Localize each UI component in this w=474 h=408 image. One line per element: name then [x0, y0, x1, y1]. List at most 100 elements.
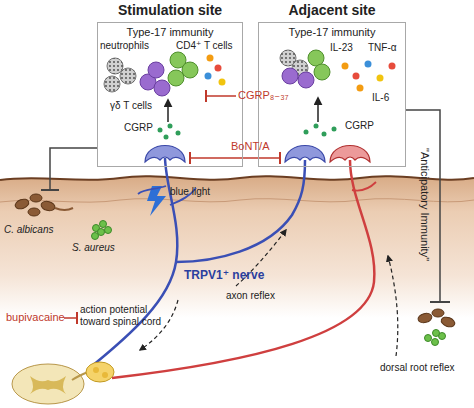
induction-arrow: [317, 98, 319, 122]
molecule-label: CGRP: [124, 122, 153, 134]
inhibition-bar: [76, 312, 78, 324]
cytokine-dot: [377, 75, 384, 82]
induction-arrow: [167, 100, 169, 122]
gd-t-cell: [148, 62, 164, 78]
inhibition-bar: [41, 189, 59, 191]
neutrophil-granules: [107, 58, 123, 74]
cytokine-dot: [365, 61, 372, 68]
inhibition-line: [206, 95, 236, 97]
candida-cell: [28, 208, 40, 216]
epidermis-line: [0, 199, 474, 202]
light-bolt: [147, 186, 166, 216]
spinal-cord: [12, 364, 84, 404]
staph-coccus: [92, 233, 99, 240]
candida-hypha: [55, 208, 73, 210]
cytokine-label: TNF-α: [368, 42, 397, 54]
candida-cell: [417, 312, 433, 324]
skin-layer: [0, 176, 474, 318]
neutrophil: [120, 68, 136, 84]
skin-surface: [0, 176, 474, 180]
candida-cell: [432, 309, 444, 317]
inhibition-line: [50, 148, 97, 190]
cgrp-dot: [158, 128, 163, 133]
cell-label: CD4⁺ T cells: [176, 40, 233, 52]
cgrp-dot: [314, 124, 319, 129]
cytokine-dot: [357, 85, 364, 92]
cgrp-dot: [332, 127, 337, 132]
gd-t-cell: [282, 68, 298, 84]
neuron-soma: [102, 372, 108, 378]
candida-cell: [30, 194, 42, 202]
cell-label: γδ T cells: [110, 100, 152, 112]
inhibition-line: [64, 317, 76, 319]
reflex-label: axon reflex: [226, 290, 275, 302]
inhibition-line: [406, 110, 440, 302]
nerve-twig: [352, 182, 376, 191]
cell-label: neutrophils: [100, 40, 149, 52]
cytokine-label: IL-6: [372, 92, 389, 104]
staph-coccus: [105, 227, 112, 234]
cd4-t-cell: [168, 70, 184, 86]
nerve-terminal: [145, 146, 185, 163]
gray-matter: [30, 376, 66, 394]
nerve-terminal: [285, 146, 325, 163]
inhibition-bar: [430, 301, 450, 303]
staph-coccus: [432, 339, 439, 346]
cd4-t-cell: [314, 64, 330, 80]
dashed-arrow: [388, 256, 398, 356]
staph-coccus: [100, 221, 107, 228]
staph-coccus: [425, 335, 432, 342]
gd-t-cell: [154, 80, 170, 96]
stimulus-label: blue light: [170, 186, 210, 198]
candida-cell: [14, 197, 30, 210]
drug-label: bupivacaine: [6, 311, 65, 324]
nerve-label: TRPV1⁺ nerve: [184, 268, 264, 282]
cgrp-dot: [304, 130, 309, 135]
trpv1-nerve: [92, 158, 177, 366]
cgrp-dot: [176, 131, 181, 136]
neutrophil: [107, 58, 123, 74]
panel-heading: Adjacent site: [249, 2, 415, 18]
inhibition-bar: [279, 152, 281, 164]
nerve-terminal: [330, 146, 370, 163]
cytokine-dot: [207, 55, 214, 62]
concept-label: "Anticipatory Immunity": [417, 135, 430, 275]
neutrophil: [104, 76, 120, 92]
antagonist-label: CGRP₈₋₃₇: [238, 89, 288, 102]
reflex-label: dorsal root reflex: [380, 362, 454, 374]
cd4-t-cell: [182, 62, 198, 78]
cgrp-dot: [168, 124, 173, 129]
candida-cell: [440, 315, 456, 328]
panel-subtitle: Type-17 immunity: [98, 26, 242, 38]
cgrp-dot: [322, 132, 327, 137]
process-label: action potential toward spinal cord: [80, 304, 172, 328]
microbe-label: S. aureus: [72, 242, 115, 254]
neuron-soma: [93, 367, 99, 373]
cytokine-dot: [215, 65, 222, 72]
candida-cell: [40, 200, 56, 212]
cytokine-dot: [342, 63, 349, 70]
trpv1-nerve-branch: [176, 160, 305, 262]
cytokine-dot: [219, 79, 226, 86]
second-nerve: [112, 160, 374, 378]
molecule-label: CGRP: [345, 120, 374, 132]
cytokine-dot: [353, 73, 360, 80]
cytokine-dot: [389, 63, 396, 70]
inhibition-line: [190, 157, 280, 159]
toxin-label: BoNT/A: [231, 140, 270, 153]
staph-coccus: [433, 330, 440, 337]
panel-heading: Stimulation site: [88, 2, 252, 18]
cytokine-label: IL-23: [330, 42, 353, 54]
inhibition-bar: [205, 90, 207, 102]
dorsal-root-ganglion: [86, 362, 114, 382]
nerve-twig: [138, 186, 166, 194]
cgrp-dot: [164, 135, 169, 140]
neutrophil-granules: [104, 76, 120, 92]
cytokine-dot: [205, 73, 212, 80]
microbe-label: C. albicans: [4, 224, 53, 236]
gd-t-cell: [298, 72, 314, 88]
inhibition-bar: [189, 152, 191, 164]
